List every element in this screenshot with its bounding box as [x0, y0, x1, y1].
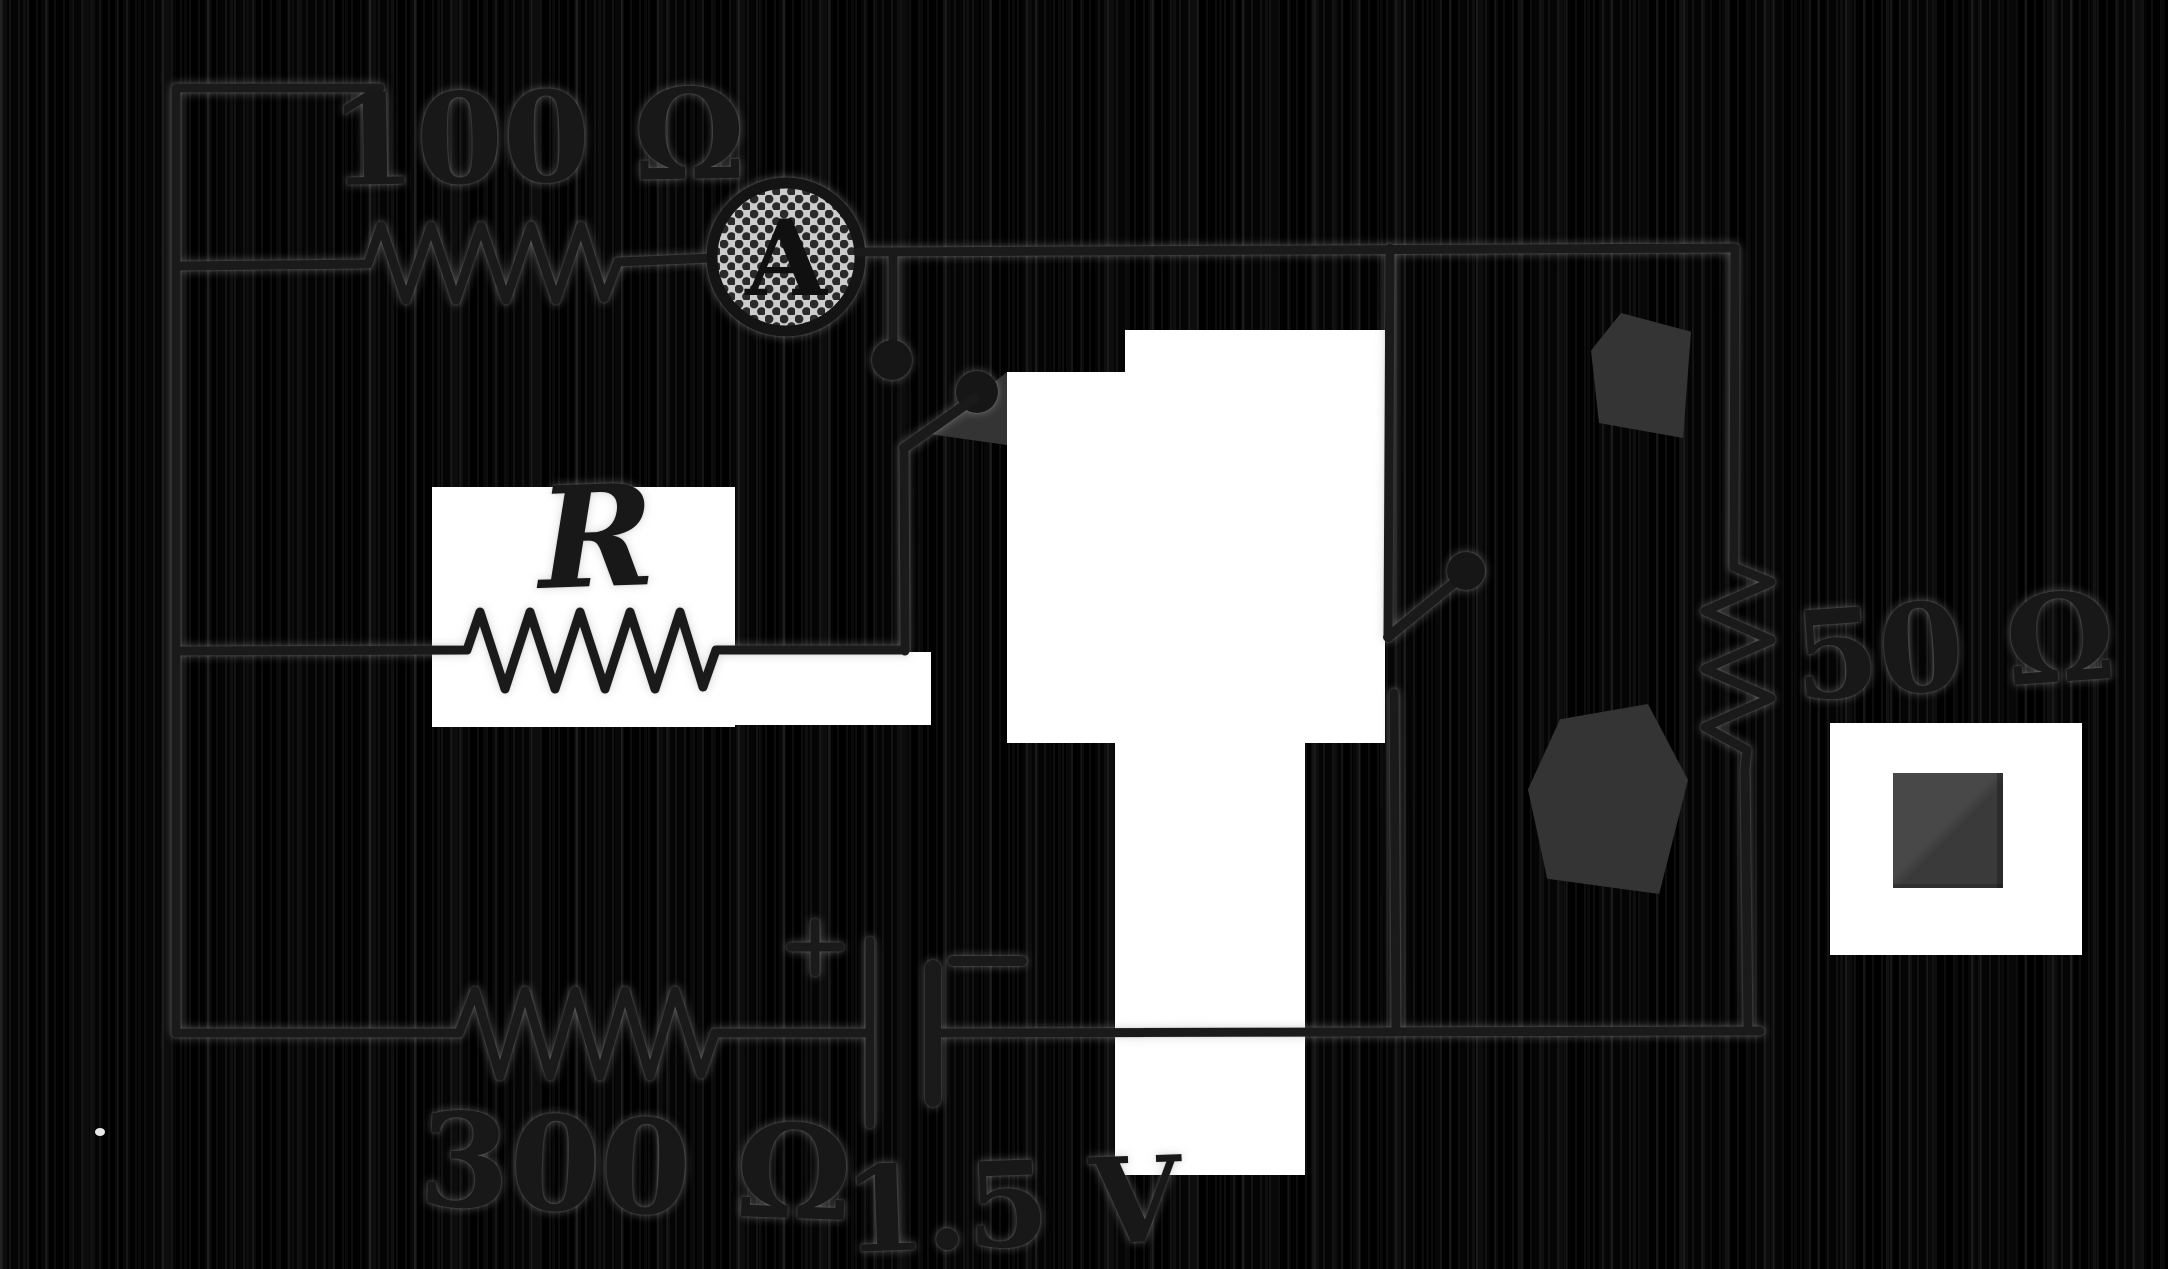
wire-top-right	[853, 243, 1740, 257]
battery-plus-icon	[786, 918, 845, 977]
wire-left-loop	[171, 83, 385, 1038]
paper-speck	[95, 1128, 105, 1136]
label-battery-voltage: 1.5 V	[841, 1129, 1186, 1269]
switch-right-arm-tip	[1447, 552, 1485, 590]
paper-patch	[735, 652, 931, 725]
resistor-50ohm	[1700, 243, 1776, 1036]
paper-patch	[432, 487, 735, 727]
label-50ohm: 50 Ω	[1789, 563, 2119, 729]
paper-patch	[1125, 330, 1385, 378]
label-300ohm: 300 Ω	[417, 1083, 854, 1251]
ammeter-label: A	[744, 196, 828, 320]
paper-patch	[1007, 372, 1385, 743]
switch-top	[872, 247, 998, 656]
scan-artifact	[1591, 313, 1691, 438]
ammeter: A	[706, 177, 866, 337]
switch-top-fixed-contact	[872, 340, 912, 380]
resistor-100ohm	[171, 221, 717, 305]
wire-bottom-right	[928, 1026, 1765, 1038]
scan-artifact	[1528, 704, 1688, 894]
label-100ohm: 100 Ω	[328, 62, 746, 215]
switch-right	[1383, 243, 1485, 1036]
scan-artifact-square	[1893, 773, 2003, 888]
resistor-300ohm	[171, 986, 871, 1081]
battery	[786, 918, 1027, 1129]
paper-patch	[1115, 743, 1305, 1175]
ammeter-dial	[706, 177, 866, 337]
label-R: R	[531, 454, 657, 622]
resistor-R	[171, 607, 910, 694]
